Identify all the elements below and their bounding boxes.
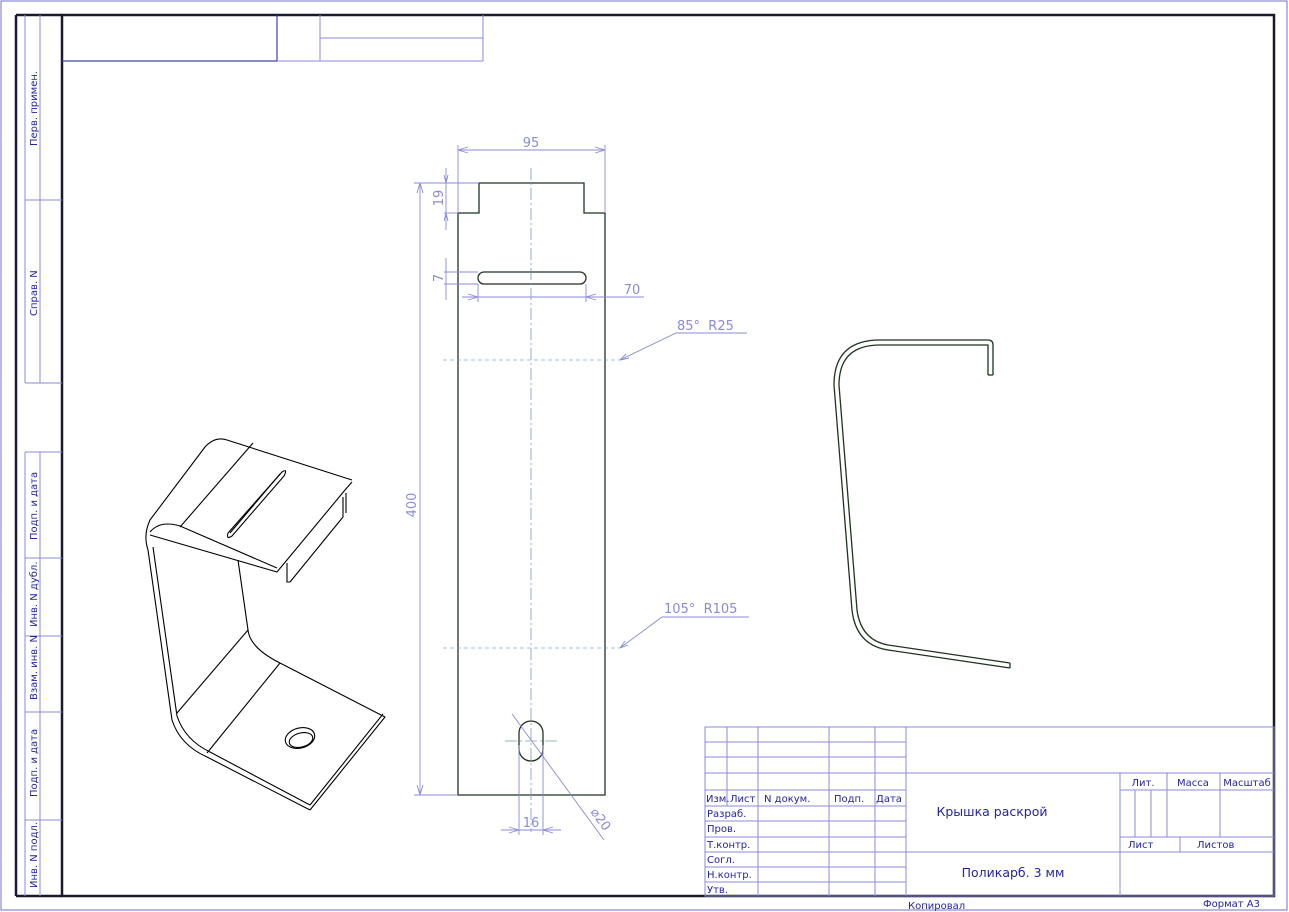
scale-label: Масштаб	[1223, 778, 1271, 789]
header-izm: Изм.	[706, 794, 730, 805]
role-label: Разраб.	[707, 809, 746, 820]
header-date: Дата	[876, 794, 902, 805]
format-label: Формат А3	[1203, 899, 1260, 910]
copied-label: Копировал	[908, 901, 965, 912]
side-label: Взам. инв. N	[29, 635, 40, 700]
side-label: Инв. N дубл.	[29, 562, 40, 628]
side-label: Подп. и дата	[29, 729, 40, 797]
side-profile-view	[833, 339, 1011, 669]
dim-notch: 19	[432, 190, 447, 207]
header-sign: Подп.	[834, 794, 864, 805]
side-label: Инв. N подл.	[29, 822, 40, 888]
drawing-title: Крышка раскрой	[936, 804, 1047, 819]
side-label: Справ. N	[29, 270, 40, 316]
lit-label: Лит.	[1131, 778, 1154, 789]
mass-label: Масса	[1177, 778, 1209, 789]
dim-slot-height: 7	[432, 274, 447, 282]
top-left-stamp	[62, 15, 484, 62]
dim-slot-length: 70	[624, 283, 641, 298]
dim-hole-width: 16	[523, 816, 540, 831]
dim-hole-diameter: ⌀20	[587, 806, 613, 835]
side-label: Подп. и дата	[29, 472, 40, 540]
header-list: Лист	[730, 794, 756, 805]
role-label: Т.контр.	[706, 840, 750, 851]
material: Поликарб. 3 мм	[962, 865, 1065, 880]
role-label: Утв.	[707, 885, 728, 896]
dim-width: 95	[523, 136, 540, 151]
dim-length: 400	[405, 493, 420, 518]
flat-pattern-outline	[457, 182, 606, 796]
title-block: Изм. Лист N докум. Подп. Дата Разраб. Пр…	[704, 726, 1275, 897]
flat-pattern-view: 95 400 19 7 70 85° R25 105° R105	[405, 136, 749, 841]
side-strip: Перв. примен. Справ. N Подп. и дата Инв.…	[24, 15, 62, 896]
slot	[477, 271, 587, 285]
bend-note-1: 85° R25	[677, 319, 734, 334]
role-label: Согл.	[707, 855, 735, 866]
isometric-view	[145, 438, 386, 811]
drawing-frame	[60, 13, 1276, 898]
sheet-label: Лист	[1128, 840, 1154, 851]
sheets-label: Листов	[1197, 840, 1234, 851]
role-label: Пров.	[707, 824, 736, 835]
side-label: Перв. примен.	[29, 71, 40, 146]
bend-note-2: 105° R105	[664, 602, 737, 617]
role-label: Н.контр.	[707, 870, 752, 881]
header-doc: N докум.	[764, 794, 810, 805]
